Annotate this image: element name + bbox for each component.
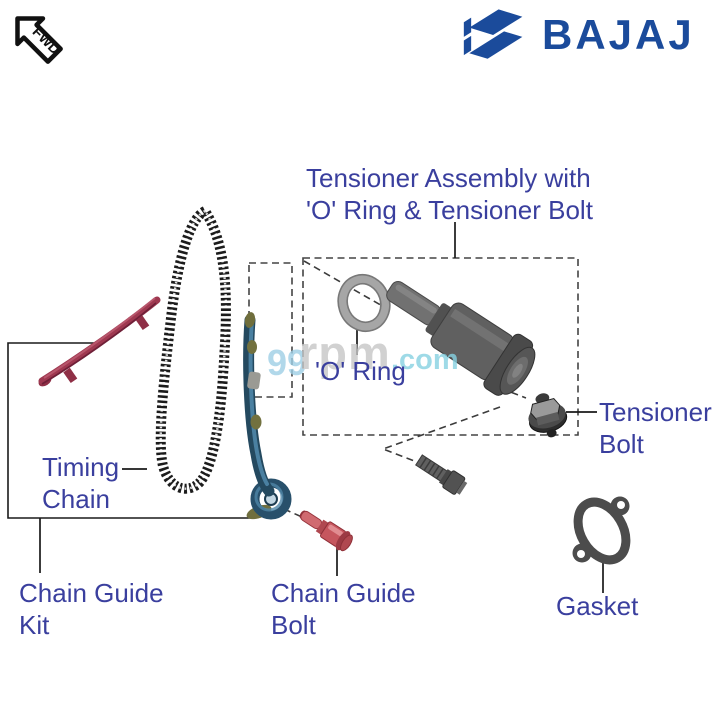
brand-logo: BAJAJ	[462, 6, 695, 64]
label-timing-chain-line2: Chain	[42, 484, 110, 514]
fwd-direction-icon: FWD	[15, 16, 63, 64]
label-tensioner-assembly-line1: Tensioner Assembly with	[306, 163, 591, 193]
label-tensioner-bolt: Tensioner Bolt	[599, 396, 712, 460]
guide-dashed-box	[248, 262, 293, 398]
label-o-ring: 'O' Ring	[315, 356, 406, 386]
label-tensioner-bolt-line1: Tensioner	[599, 397, 712, 427]
o-ring-illustration	[337, 273, 391, 333]
label-chain-guide-bolt-line2: Bolt	[271, 610, 316, 640]
label-chain-guide-kit: Chain Guide Kit	[19, 577, 164, 641]
label-timing-chain: Timing Chain	[42, 451, 119, 515]
tensioner-dashed-box	[302, 257, 579, 436]
label-timing-chain-line1: Timing	[42, 452, 120, 482]
label-chain-guide-kit-line2: Kit	[19, 610, 50, 640]
chain-guide-red-illustration	[38, 296, 161, 387]
label-tensioner-assembly-line2: 'O' Ring & Tensioner Bolt	[306, 195, 593, 225]
timing-chain-illustration	[155, 204, 231, 494]
label-gasket: Gasket	[556, 591, 639, 621]
chain-guide-blue-illustration	[243, 312, 292, 520]
label-chain-guide-bolt: Chain Guide Bolt	[271, 577, 416, 641]
label-chain-guide-bolt-line1: Chain Guide	[271, 578, 416, 608]
gasket-illustration	[572, 496, 631, 565]
label-tensioner-bolt-line2: Bolt	[599, 429, 644, 459]
chain-guide-kit-box	[7, 342, 253, 519]
mounting-bolt-illustration	[415, 454, 468, 495]
label-tensioner-assembly: Tensioner Assembly with 'O' Ring & Tensi…	[306, 162, 593, 226]
label-chain-guide-kit-line1: Chain Guide	[19, 578, 164, 608]
brand-wordmark: BAJAJ	[542, 11, 695, 58]
tensioner-bolt-illustration	[528, 393, 568, 438]
chain-guide-bolt-illustration	[299, 510, 353, 552]
tensioner-assembly-illustration	[386, 280, 536, 396]
bajaj-emblem-icon	[463, 9, 523, 59]
